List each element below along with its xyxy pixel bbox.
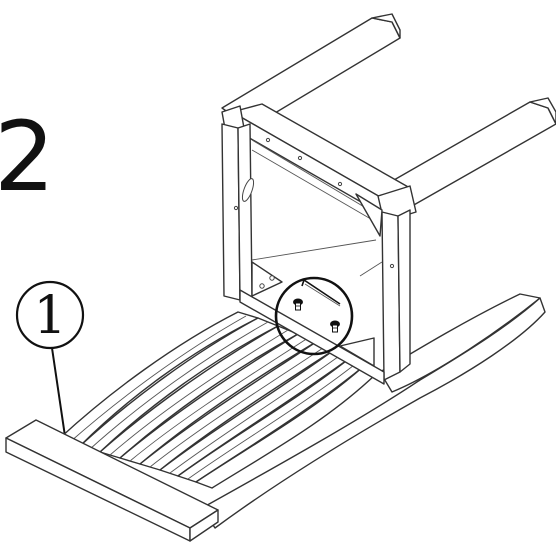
corner-brace-right [339,337,375,367]
bolt-fastener [330,320,340,333]
leg-back-left-end [371,13,401,39]
leg-back-right-end [529,97,556,125]
hex-key-tool [301,278,341,305]
slat-edge [169,353,343,474]
upright-left-side [237,123,253,301]
screw-hole [269,275,275,281]
corner-gusset-top [355,193,383,237]
callout-circle [15,280,85,350]
frame-inner-edge [251,149,377,223]
step-number: 2 [0,101,55,213]
front-crossbar-part-1 [5,419,219,542]
screw-hole [389,263,395,269]
screw-hole [259,283,265,289]
screw-hole [297,155,303,161]
upright-left [221,123,241,301]
fastener-detail [274,276,354,356]
screw-hole [337,181,343,187]
slat-edge [149,345,327,468]
slat-edge [187,361,359,480]
frame-slot [241,178,255,202]
hex-key-edge [304,283,341,307]
slat-edge [129,337,309,462]
callout-label: 1 [33,286,66,346]
frame-inner-edge [359,261,383,277]
slat-edge [109,329,289,456]
frame-inner-edge [251,139,377,215]
callout-leader-line [51,347,67,444]
upright-right-side [397,209,411,373]
chair-frame [221,13,556,385]
slat-edge [69,315,247,443]
seat-long-rail [201,297,546,529]
screw-hole [233,205,239,211]
upright-right [381,211,401,381]
detail-circle [274,276,354,356]
frame-inner-edge [251,239,377,261]
slat-edge [89,321,269,450]
screw-hole [265,137,271,143]
crossbar-end-face [189,509,219,542]
part-callout: 1 [15,280,85,444]
apron-top [231,103,411,199]
corner-brace [251,261,283,297]
bolt-fastener [293,298,303,311]
